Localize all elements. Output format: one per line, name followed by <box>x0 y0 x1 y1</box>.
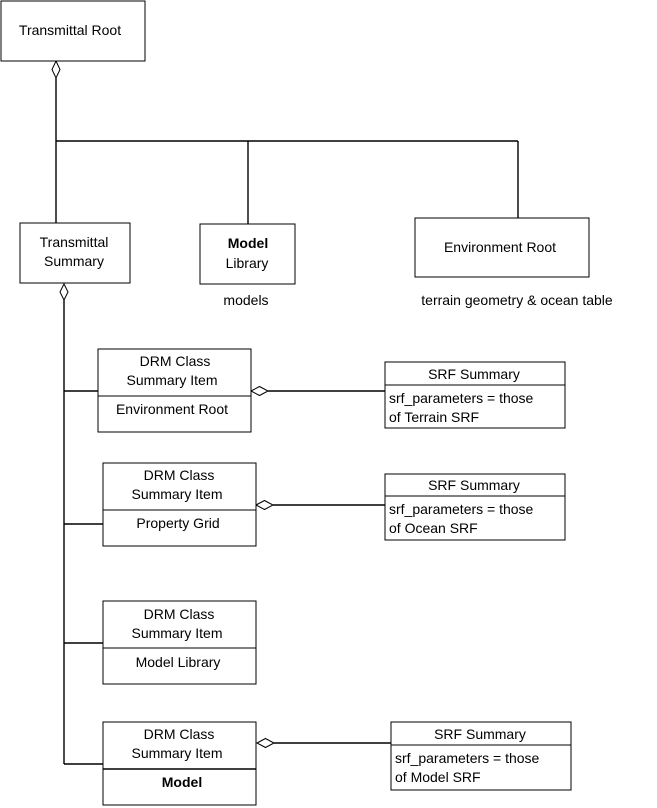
connectors <box>55 78 519 765</box>
item-4-aggregation-diamond <box>255 737 276 749</box>
srf-summary-2-line1: srf_parameters = those <box>389 501 534 517</box>
srf-summary-3-line1: srf_parameters = those <box>395 750 540 766</box>
summary-item-4: DRM Class Summary Item Model <box>102 721 257 806</box>
summary-item-3: DRM Class Summary Item Model Library <box>102 600 257 685</box>
summary-aggregation-diamond <box>59 282 69 302</box>
environment-root-node: Environment Root <box>414 217 590 278</box>
srf-summary-1: SRF Summary srf_parameters = those of Te… <box>384 361 566 429</box>
summary-item-1-name: Environment Root <box>116 401 228 417</box>
model-library-caption: models <box>223 292 268 308</box>
item-1-aggregation-diamond <box>249 385 270 397</box>
summary-item-1: DRM Class Summary Item Environment Root <box>97 348 252 433</box>
aggregation-diamonds <box>51 59 276 749</box>
srf-summary-1-line1: srf_parameters = those <box>389 390 534 406</box>
summary-item-4-line1: DRM Class <box>144 726 215 742</box>
summary-item-1-line2: Summary Item <box>126 372 217 388</box>
summary-item-1-line1: DRM Class <box>140 353 211 369</box>
srf-summary-2-line2: of Ocean SRF <box>389 520 478 536</box>
summary-item-3-name: Model Library <box>136 654 221 670</box>
srf-summary-3-title: SRF Summary <box>434 726 526 742</box>
srf-summary-3: SRF Summary srf_parameters = those of Mo… <box>390 721 572 791</box>
model-library-node: Model Library <box>199 223 296 285</box>
transmittal-summary-node: Transmittal Summary <box>19 222 131 284</box>
summary-item-2-line2: Summary Item <box>131 486 222 502</box>
summary-item-2: DRM Class Summary Item Property Grid <box>102 462 257 547</box>
item-2-aggregation-diamond <box>254 499 275 511</box>
transmittal-root-label: Transmittal Root <box>19 22 121 38</box>
transmittal-summary-line2: Summary <box>44 253 104 269</box>
srf-summary-2: SRF Summary srf_parameters = those of Oc… <box>384 473 566 541</box>
srf-summary-2-title: SRF Summary <box>428 477 520 493</box>
model-library-line2: Library <box>226 255 269 271</box>
summary-item-3-line1: DRM Class <box>144 606 215 622</box>
model-library-line1: Model <box>228 235 268 251</box>
summary-item-4-name: Model <box>162 774 202 790</box>
environment-root-label: Environment Root <box>444 239 556 255</box>
srf-summary-3-line2: of Model SRF <box>395 769 481 785</box>
transmittal-root-node: Transmittal Root <box>0 0 146 62</box>
srf-summary-1-title: SRF Summary <box>428 366 520 382</box>
root-aggregation-diamond <box>51 59 61 80</box>
summary-item-2-name: Property Grid <box>136 515 219 531</box>
srf-summary-1-line2: of Terrain SRF <box>389 409 479 425</box>
transmittal-summary-line1: Transmittal <box>40 234 109 250</box>
summary-item-2-line1: DRM Class <box>144 467 215 483</box>
summary-item-3-line2: Summary Item <box>131 625 222 641</box>
summary-item-4-line2: Summary Item <box>131 745 222 761</box>
environment-root-caption: terrain geometry & ocean table <box>421 292 613 308</box>
